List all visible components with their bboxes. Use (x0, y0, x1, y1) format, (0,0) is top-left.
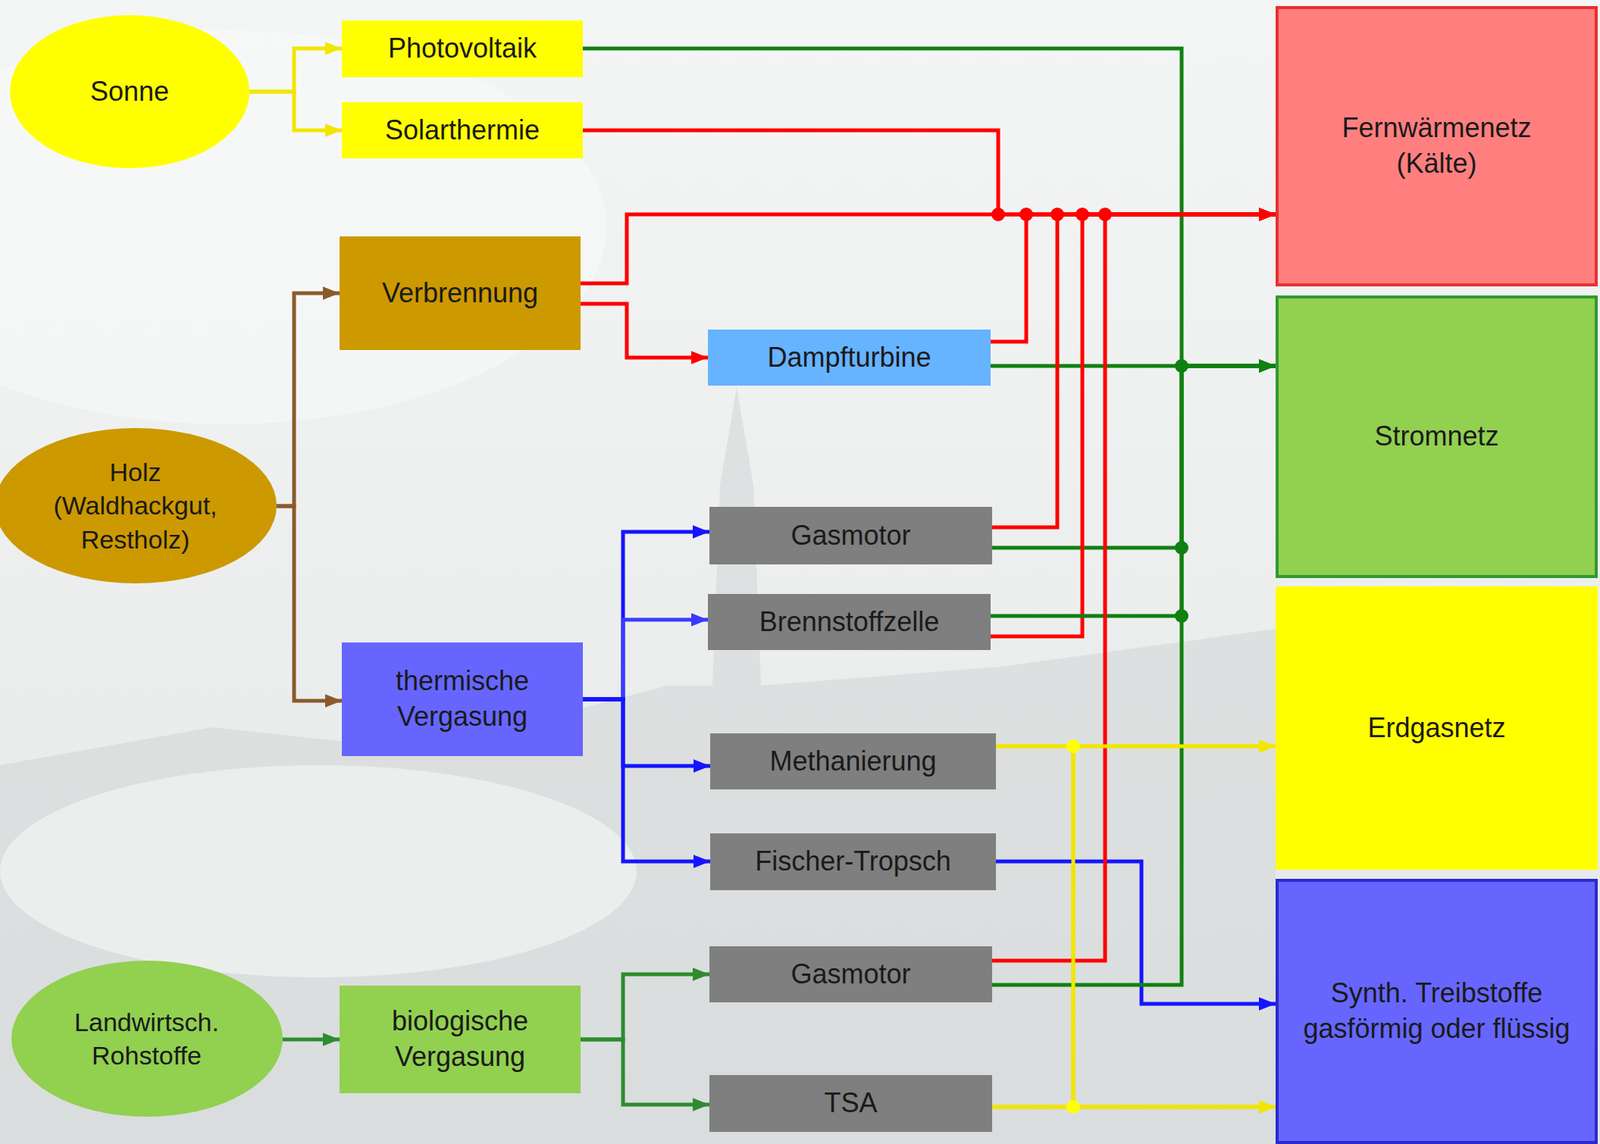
process-box: Solarthermie (341, 102, 583, 159)
grid-box: Fernwärmenetz (Kälte) (1275, 6, 1598, 287)
node-label: thermische Vergasung (356, 663, 569, 736)
node-label: TSA (823, 1086, 877, 1122)
flow-arrow (276, 506, 343, 702)
node-label: Photovoltaik (388, 31, 537, 67)
flow-arrow (992, 366, 1276, 986)
node-label: biologische Vergasung (353, 1004, 567, 1076)
node-label: Dampfturbine (767, 340, 931, 376)
flow-arrow (249, 91, 342, 131)
flow-arrow (992, 214, 1276, 528)
ellipse-outline (11, 961, 283, 1118)
source-ellipse: Landwirtsch. Rohstoffe (11, 961, 283, 1118)
flow-arrow (582, 532, 710, 700)
flow-arrow (992, 1105, 1276, 1110)
converter-box: Gasmotor (709, 507, 993, 565)
flow-arrow (580, 1039, 710, 1106)
flow-arrow (580, 214, 1276, 284)
flow-arrow (990, 366, 1276, 617)
converter-box: Methanierung (710, 733, 996, 790)
node-label: Synth. Treibstoffe gasförmig oder flüssi… (1293, 976, 1582, 1048)
node-label: Methanierung (769, 744, 937, 780)
converter-box: Gasmotor (709, 946, 993, 1003)
process-box: thermische Vergasung (341, 642, 583, 757)
process-box: biologische Vergasung (339, 986, 581, 1094)
converter-box: Brennstoffzelle (707, 594, 991, 651)
flow-arrow (990, 214, 1276, 637)
flow-arrow (995, 746, 1276, 1108)
flow-arrow (249, 48, 342, 92)
flow-arrow (995, 861, 1276, 1005)
node-label: Landwirtsch. Rohstoffe (52, 1005, 242, 1073)
node-label: Holz (Waldhackgut, Restholz) (37, 455, 235, 557)
flow-arrow (580, 974, 710, 1040)
process-box: Verbrennung (339, 236, 581, 351)
grid-box: Synth. Treibstoffe gasförmig oder flüssi… (1275, 879, 1598, 1144)
process-box: Dampfturbine (707, 329, 991, 386)
flow-arrow (990, 214, 1276, 342)
node-label: Gasmotor (790, 957, 911, 993)
process-box: Photovoltaik (341, 20, 583, 78)
flow-arrow (582, 699, 711, 767)
node-label: Stromnetz (1374, 419, 1499, 455)
converter-box: Fischer-Tropsch (710, 833, 996, 891)
grid-box: Stromnetz (1275, 295, 1598, 579)
flow-arrow (582, 699, 711, 862)
flow-arrow (282, 1038, 341, 1043)
flow-arrow (582, 619, 708, 700)
flow-arrow (276, 293, 341, 507)
flow-arrow (992, 746, 1276, 1108)
flow-arrow (992, 214, 1276, 962)
node-label: Brennstoffzelle (759, 604, 940, 641)
node-label: Solarthermie (385, 112, 540, 149)
flow-arrow (580, 303, 708, 358)
node-label: Fischer-Tropsch (754, 844, 952, 880)
node-label: Sonne (90, 74, 170, 110)
source-ellipse: Sonne (9, 15, 250, 169)
converter-box: TSA (709, 1075, 993, 1133)
node-label: Verbrennung (381, 275, 539, 312)
node-label: Fernwärmenetz (Kälte) (1315, 110, 1559, 182)
node-label: Erdgasnetz (1367, 710, 1506, 747)
flow-arrow (582, 48, 1276, 367)
grid-box: Erdgasnetz (1275, 586, 1598, 871)
source-ellipse: Holz (Waldhackgut, Restholz) (0, 428, 277, 584)
flow-arrow (992, 366, 1276, 548)
node-label: Gasmotor (790, 518, 911, 555)
flow-arrow (582, 130, 1276, 215)
